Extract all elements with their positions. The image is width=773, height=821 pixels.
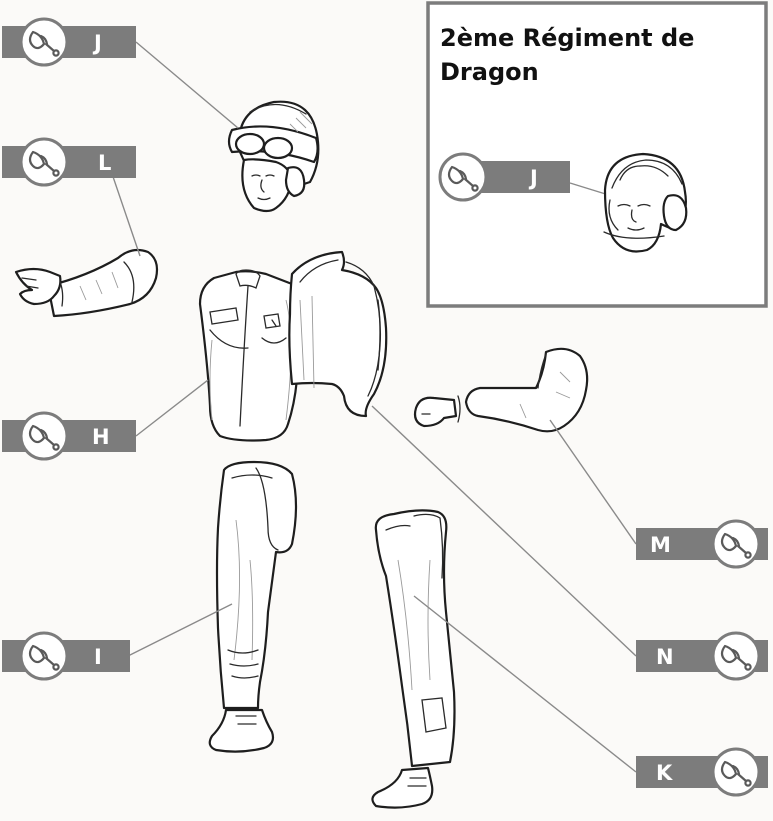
paint-brush-hand-icon	[21, 413, 67, 459]
trouser-right-k	[372, 510, 454, 807]
inset-panel: 2ème Régiment de Dragon J	[428, 3, 766, 306]
callout-k-letter: K	[656, 761, 673, 785]
inset-title-line2: Dragon	[440, 58, 539, 86]
callout-h-letter: H	[92, 425, 110, 449]
callout-m[interactable]: M	[636, 521, 768, 567]
paint-brush-hand-icon	[21, 139, 67, 185]
head-with-goggles-j	[229, 102, 318, 211]
callout-i-letter: I	[94, 645, 102, 669]
callout-n[interactable]: N	[636, 633, 768, 679]
paint-brush-hand-icon	[713, 521, 759, 567]
callout-j-letter: J	[92, 31, 102, 55]
callout-n-letter: N	[656, 645, 674, 669]
inset-callout-j-letter: J	[528, 166, 538, 190]
callout-i[interactable]: I	[2, 633, 130, 679]
callout-h[interactable]: H	[2, 413, 136, 459]
paint-brush-hand-icon	[21, 633, 67, 679]
inset-title-line1: 2ème Régiment de	[440, 24, 694, 52]
leader-i	[128, 604, 232, 656]
arm-right-m	[415, 349, 587, 432]
paint-brush-hand-icon	[21, 19, 67, 65]
callout-m-letter: M	[650, 533, 671, 557]
leader-m	[550, 420, 636, 544]
vest-back-n	[289, 252, 386, 416]
arm-left-l	[16, 250, 157, 316]
trouser-left-i	[210, 462, 296, 752]
leader-j	[136, 42, 238, 128]
callout-j[interactable]: J	[2, 19, 136, 65]
leader-h	[136, 380, 208, 436]
callout-k[interactable]: K	[636, 749, 768, 795]
paint-brush-hand-icon	[713, 633, 759, 679]
vest-front-h	[200, 270, 302, 441]
callout-l-letter: L	[98, 151, 111, 175]
callout-l[interactable]: L	[2, 139, 136, 185]
paint-brush-hand-icon	[713, 749, 759, 795]
paint-brush-hand-icon	[440, 154, 486, 200]
